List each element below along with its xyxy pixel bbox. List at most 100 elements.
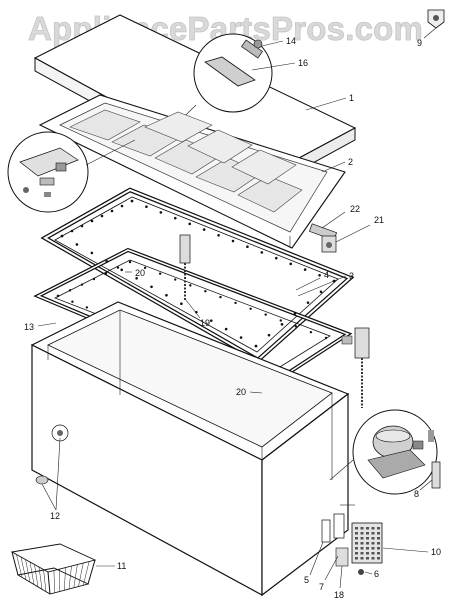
screw [135, 277, 138, 280]
grille-vent [366, 527, 369, 530]
grille-vent [371, 557, 375, 560]
screw [158, 272, 162, 275]
grille-vent [371, 542, 375, 545]
basket-wire [25, 559, 31, 583]
grille-vent [371, 527, 375, 530]
screw [309, 330, 313, 334]
screw [128, 260, 132, 264]
screw [280, 323, 284, 326]
screw [209, 319, 213, 322]
grille-vent [355, 537, 358, 540]
screw [85, 306, 89, 309]
screw [56, 294, 60, 298]
screw [120, 268, 123, 272]
screw [68, 289, 72, 292]
grille-vent [355, 532, 358, 535]
callout-16: 16 [298, 58, 308, 68]
screw [80, 283, 84, 286]
callout-10: 10 [431, 547, 441, 557]
screw [279, 319, 282, 322]
grille-vent [377, 552, 380, 555]
grille-vent [377, 557, 380, 560]
screw [306, 301, 310, 304]
screw [70, 229, 74, 233]
callout-14: 14 [286, 36, 296, 46]
screw [264, 313, 267, 316]
basket-wire [38, 566, 43, 590]
callout-6: 6 [374, 569, 379, 579]
callout-21: 21 [374, 215, 384, 225]
lid-liner [38, 94, 346, 249]
screw [174, 278, 177, 281]
grille-vent [360, 542, 364, 545]
basket-wire [16, 554, 23, 578]
grille-vent [355, 542, 358, 545]
screw [303, 268, 307, 271]
lock-detail-callout [7, 131, 136, 213]
screw [90, 251, 94, 255]
callout-12: 12 [50, 511, 60, 521]
grille-vent [360, 557, 364, 560]
basket-wire [34, 564, 39, 587]
screw [274, 256, 278, 260]
screw [110, 209, 114, 213]
screw [130, 199, 134, 203]
callout-9: 9 [417, 38, 422, 48]
screw [246, 245, 249, 249]
grille-vent [355, 557, 358, 560]
grille-vent [360, 532, 364, 535]
screw [234, 301, 237, 305]
screw [254, 344, 258, 348]
clip-part [427, 9, 445, 29]
screw [116, 266, 120, 269]
screw [71, 300, 74, 303]
grille-vent [377, 547, 380, 550]
grille-vent [355, 547, 358, 550]
screw [239, 336, 243, 339]
grille-vent [355, 527, 358, 530]
screw [219, 295, 222, 299]
grille-vent [371, 537, 375, 540]
screw [267, 333, 271, 337]
callout-22: 22 [350, 204, 360, 214]
callout-20-upper: 20 [135, 268, 145, 278]
basket-wire [83, 561, 90, 586]
hinge-assembly-right [341, 327, 370, 408]
screw [294, 325, 298, 328]
leader-lines [37, 27, 437, 589]
screw [224, 327, 228, 331]
callout-7: 7 [319, 582, 324, 592]
callout-19: 19 [200, 318, 210, 328]
callout-2: 2 [348, 157, 353, 167]
grille-vent [366, 532, 369, 535]
basket-wire [64, 567, 66, 591]
grille-vent [371, 552, 375, 555]
lid-latch [308, 223, 338, 253]
callout-20-lower: 20 [236, 387, 246, 397]
grille-vent [371, 547, 375, 550]
basket-wires [16, 554, 90, 593]
callout-1: 1 [349, 93, 354, 103]
screw [145, 205, 148, 209]
screw [289, 262, 293, 266]
grille-vent [366, 557, 369, 560]
grille-vent [366, 537, 369, 540]
screw [188, 222, 192, 226]
screw [120, 204, 124, 208]
grille-vent [360, 537, 364, 540]
screw [173, 216, 177, 220]
callout-8: 8 [414, 489, 419, 499]
screw [100, 214, 104, 218]
grille-vent [377, 527, 380, 530]
grille-vents [355, 527, 380, 560]
callout-13: 13 [24, 322, 34, 332]
callout-3: 3 [349, 271, 354, 281]
screw [324, 336, 328, 340]
screw [180, 302, 183, 305]
grille-vent [371, 532, 375, 535]
callout-4: 4 [324, 270, 329, 280]
screw [293, 312, 297, 315]
screw [104, 272, 108, 275]
screw [143, 266, 147, 270]
